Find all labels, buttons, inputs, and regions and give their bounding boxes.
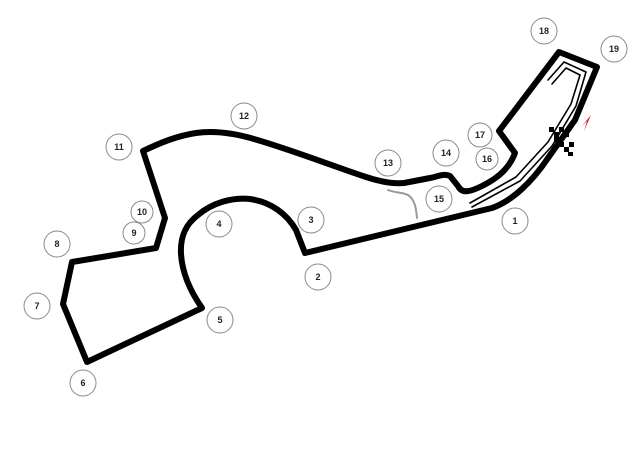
turn-marker: 5 — [206, 306, 234, 334]
turn-marker-circle — [297, 206, 325, 234]
turn-marker-circle — [122, 221, 146, 245]
direction-arrow-icon — [582, 115, 591, 131]
turn-marker: 18 — [530, 17, 558, 45]
turn-marker-circle — [467, 122, 493, 148]
pit-lane — [469, 61, 587, 208]
turn-marker-circle — [425, 185, 453, 213]
turn-marker-circle — [530, 17, 558, 45]
turn-marker-circle — [130, 200, 154, 224]
turn-marker-circle — [206, 306, 234, 334]
turn-marker-circle — [501, 207, 529, 235]
turn-marker-circle — [69, 369, 97, 397]
turn-marker: 2 — [304, 263, 332, 291]
turn-marker-circle — [23, 292, 51, 320]
turn-marker-label: 4 — [216, 219, 221, 229]
turn-marker-label: 3 — [308, 215, 313, 225]
turn-marker: 4 — [205, 210, 233, 238]
turn-marker: 16 — [475, 147, 499, 171]
turn-marker-label: 7 — [34, 301, 39, 311]
turn-marker: 19 — [600, 35, 628, 63]
turn-marker-label: 6 — [80, 378, 85, 388]
turn-marker-circle — [43, 230, 71, 258]
turn-marker-label: 1 — [512, 216, 517, 226]
turn-marker-circle — [600, 35, 628, 63]
turn-marker-circle — [230, 102, 258, 130]
track-outline — [60, 49, 600, 365]
turn-marker-label: 9 — [131, 228, 136, 238]
turn-marker-circle — [105, 133, 133, 161]
turn-marker-circle — [205, 210, 233, 238]
turn-marker-label: 15 — [434, 194, 444, 204]
turn-marker: 14 — [432, 139, 460, 167]
turn-marker: 7 — [23, 292, 51, 320]
turn-marker-label: 10 — [137, 207, 147, 217]
turn-marker-label: 19 — [609, 44, 619, 54]
turn-marker: 6 — [69, 369, 97, 397]
turn-marker: 11 — [105, 133, 133, 161]
turn-marker-label: 2 — [315, 272, 320, 282]
turn-marker: 10 — [130, 200, 154, 224]
turn-marker: 15 — [425, 185, 453, 213]
turn-marker-circle — [304, 263, 332, 291]
turn-marker-label: 13 — [383, 158, 393, 168]
turn-marker-label: 8 — [54, 239, 59, 249]
turn-marker-circle — [475, 147, 499, 171]
turn-marker-label: 14 — [441, 148, 451, 158]
turn-marker-label: 5 — [217, 315, 222, 325]
turn-markers: 1 2 3 4 5 6 7 — [23, 17, 628, 397]
runoff-track — [387, 189, 418, 219]
turn-marker-label: 16 — [482, 154, 492, 164]
turn-marker-circle — [432, 139, 460, 167]
checkered-flag-icon — [549, 127, 574, 156]
turn-marker: 1 — [501, 207, 529, 235]
turn-marker: 3 — [297, 206, 325, 234]
turn-marker-label: 11 — [114, 142, 124, 152]
turn-marker: 12 — [230, 102, 258, 130]
turn-marker: 9 — [122, 221, 146, 245]
turn-marker: 17 — [467, 122, 493, 148]
turn-marker-label: 17 — [475, 130, 485, 140]
turn-marker-label: 18 — [539, 26, 549, 36]
turn-marker-label: 12 — [239, 111, 249, 121]
turn-marker: 13 — [374, 149, 402, 177]
turn-marker-circle — [374, 149, 402, 177]
turn-marker: 8 — [43, 230, 71, 258]
